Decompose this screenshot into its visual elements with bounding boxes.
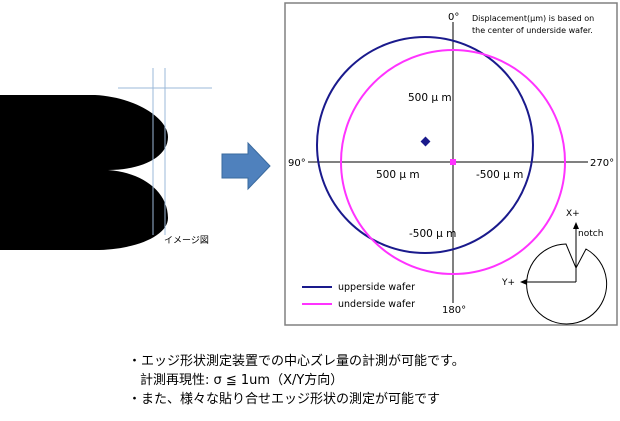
angle-label-bottom: 180° [442, 305, 466, 316]
legend-label-upperside: upperside wafer [338, 282, 415, 293]
displacement-plot: 0° 90° 270° 180° 500 μ m 500 μ m -500 μ … [284, 2, 618, 326]
notes-block: ・エッジ形状測定装置での中心ズレ量の計測が可能です。 計測再現性: σ ≦ 1u… [128, 352, 598, 409]
inset-x-arrowhead [573, 222, 579, 229]
displacement-note-line2: the center of underside wafer. [472, 26, 593, 35]
inset-x-label: X+ [566, 209, 580, 219]
wafer-orientation-inset: X+ Y+ notch [501, 209, 608, 325]
note-line-1: ・エッジ形状測定装置での中心ズレ量の計測が可能です。 [128, 354, 465, 369]
legend-label-underside: underside wafer [338, 299, 415, 310]
tick-label-right: -500 μ m [476, 169, 523, 181]
image-caption: イメージ図 [164, 235, 209, 246]
tick-label-left: 500 μ m [376, 169, 420, 181]
wafer-edge-image: イメージ図 [0, 68, 212, 250]
angle-label-top: 0° [448, 12, 459, 23]
note-line-3: ・また、様々な貼り合せエッジ形状の測定が可能です [128, 392, 441, 407]
right-arrow-icon [221, 141, 271, 191]
legend: upperside wafer underside wafer [302, 282, 415, 310]
upperside-center-marker [420, 136, 431, 147]
angle-label-right: 270° [590, 158, 614, 169]
inset-y-arrowhead [520, 279, 527, 285]
angle-label-left: 90° [288, 158, 306, 169]
upperside-wafer-circle [316, 36, 534, 254]
tick-label-up: 500 μ m [408, 92, 452, 104]
underside-wafer-circle [340, 49, 566, 275]
tick-label-down: -500 μ m [409, 228, 456, 240]
inset-notch-label: notch [578, 229, 603, 239]
underside-center-marker [450, 159, 456, 165]
note-line-2: 計測再現性: σ ≦ 1um（X/Y方向） [140, 373, 344, 388]
displacement-note-line1: Displacement(μm) is based on [472, 14, 594, 23]
wafer-edge-shape [0, 95, 168, 250]
inset-y-label: Y+ [501, 278, 515, 288]
notched-wafer-icon [526, 243, 608, 325]
